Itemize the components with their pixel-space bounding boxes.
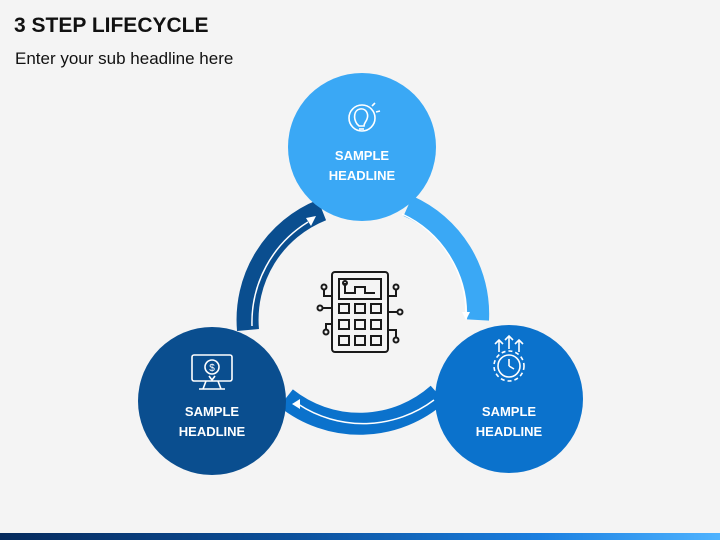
arrowhead-left xyxy=(292,399,300,409)
step-circle-right[interactable] xyxy=(435,325,583,473)
arrowhead-top xyxy=(306,216,316,226)
footer-accent-bar xyxy=(0,533,720,540)
lightbulb-idea-icon xyxy=(348,102,381,132)
gear-clock-growth-icon xyxy=(493,334,525,382)
circuit-board-chip-icon xyxy=(316,271,404,353)
flow-arrow-left-to-top xyxy=(251,221,309,327)
ring-segment-top-to-right xyxy=(403,195,490,321)
step-circle-left[interactable] xyxy=(138,327,286,475)
arrowhead-right xyxy=(462,312,470,320)
flow-arrow-top-to-right xyxy=(401,213,467,317)
ring-segment-right-to-left xyxy=(279,385,446,435)
flow-arrow-right-to-left xyxy=(297,399,435,425)
page-subtitle: Enter your sub headline here xyxy=(15,49,234,68)
page-title: 3 STEP LIFECYCLE xyxy=(14,14,209,37)
ring-segment-left-to-top xyxy=(236,199,327,331)
monitor-dollar-icon: $ xyxy=(191,354,233,390)
svg-text:$: $ xyxy=(209,363,215,374)
step-circle-top[interactable] xyxy=(288,73,436,221)
